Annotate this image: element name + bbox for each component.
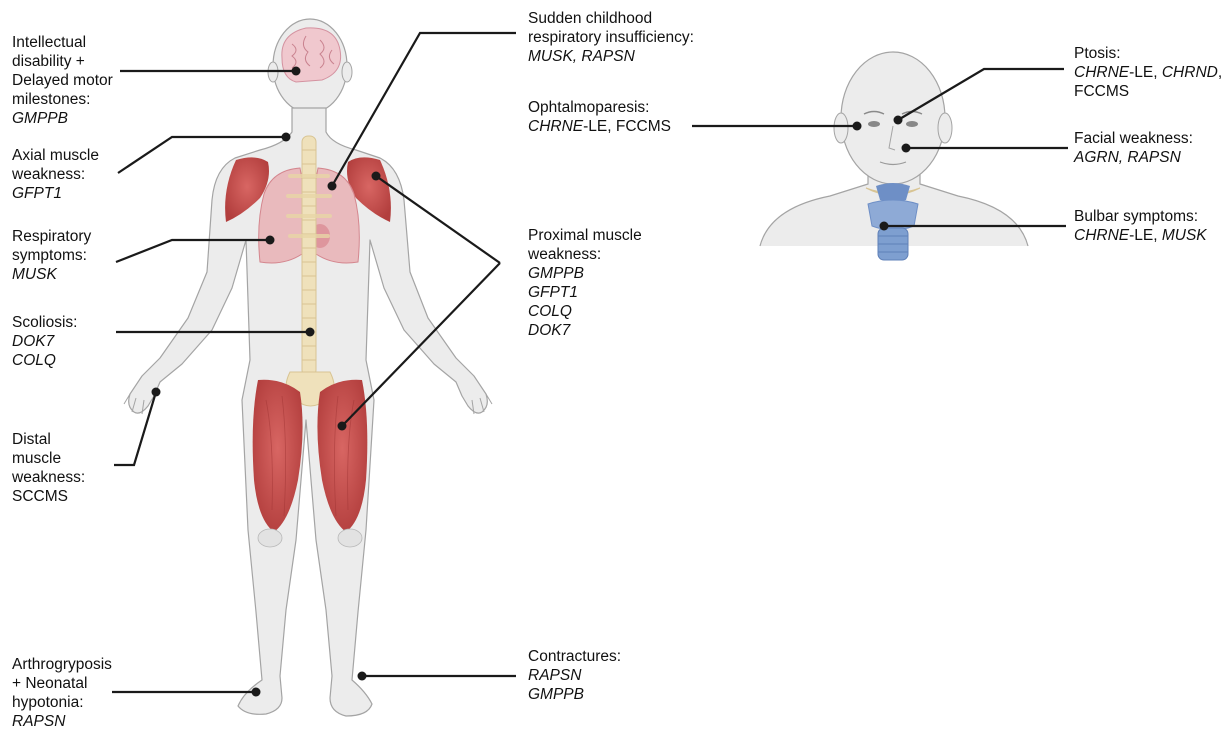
- label-proximal-weakness: Proximal muscle weakness: GMPPB GFPT1 CO…: [528, 226, 642, 340]
- gene-line: CHRNE-LE, FCCMS: [528, 117, 671, 136]
- heading: Scoliosis:: [12, 313, 77, 332]
- gene: DOK7: [528, 321, 642, 340]
- subtype: FCCMS: [1074, 82, 1222, 101]
- gene: COLQ: [528, 302, 642, 321]
- label-scoliosis: Scoliosis: DOK7 COLQ: [12, 313, 77, 370]
- gene: AGRN, RAPSN: [1074, 148, 1193, 167]
- gene: RAPSN: [528, 666, 621, 685]
- gene: MUSK: [1162, 227, 1207, 244]
- gene: MUSK, RAPSN: [528, 47, 694, 66]
- gene: GMPPB: [12, 109, 113, 128]
- heading: Axial muscle weakness:: [12, 146, 99, 184]
- gene: CHRND: [1162, 64, 1218, 81]
- heading: Distal muscle weakness:: [12, 430, 85, 487]
- label-facial-weakness: Facial weakness: AGRN, RAPSN: [1074, 129, 1193, 167]
- brain: [282, 28, 341, 82]
- gene: CHRNE: [1074, 227, 1129, 244]
- gene: CHRNE: [528, 118, 583, 135]
- gene: CHRNE: [1074, 64, 1129, 81]
- gene: GFPT1: [12, 184, 99, 203]
- heading: Sudden childhood respiratory insufficien…: [528, 9, 694, 47]
- label-sudden-respiratory: Sudden childhood respiratory insufficien…: [528, 9, 694, 66]
- head-closeup: [760, 52, 1028, 260]
- subtype: SCCMS: [12, 487, 85, 506]
- heading: Ptosis:: [1074, 44, 1222, 63]
- heading: Facial weakness:: [1074, 129, 1193, 148]
- label-axial-weakness: Axial muscle weakness: GFPT1: [12, 146, 99, 203]
- label-ophtalmoparesis: Ophtalmoparesis: CHRNE-LE, FCCMS: [528, 98, 671, 136]
- gene-suffix: -LE,: [1129, 64, 1162, 81]
- label-distal-weakness: Distal muscle weakness: SCCMS: [12, 430, 85, 506]
- gene-suffix: ,: [1218, 64, 1222, 81]
- gene: GMPPB: [528, 685, 621, 704]
- gene: MUSK: [12, 265, 91, 284]
- heading: Bulbar symptoms:: [1074, 207, 1207, 226]
- label-ptosis: Ptosis: CHRNE-LE, CHRND, FCCMS: [1074, 44, 1222, 101]
- gene: DOK7: [12, 332, 77, 351]
- full-body-figure: [124, 19, 492, 716]
- gene-line: CHRNE-LE, MUSK: [1074, 226, 1207, 245]
- gene: RAPSN: [12, 712, 112, 731]
- gene: GFPT1: [528, 283, 642, 302]
- gene: GMPPB: [528, 264, 642, 283]
- label-bulbar-symptoms: Bulbar symptoms: CHRNE-LE, MUSK: [1074, 207, 1207, 245]
- label-respiratory-symptoms: Respiratory symptoms: MUSK: [12, 227, 91, 284]
- heading: Ophtalmoparesis:: [528, 98, 671, 117]
- label-intellectual-disability: Intellectual disability + Delayed motor …: [12, 33, 113, 128]
- heading: Arthrogryposis + Neonatal hypotonia:: [12, 655, 112, 712]
- label-contractures: Contractures: RAPSN GMPPB: [528, 647, 621, 704]
- heading: Proximal muscle weakness:: [528, 226, 642, 264]
- gene-suffix: -LE, FCCMS: [583, 118, 671, 135]
- label-arthrogryposis: Arthrogryposis + Neonatal hypotonia: RAP…: [12, 655, 112, 731]
- heading: Respiratory symptoms:: [12, 227, 91, 265]
- heading: Intellectual disability + Delayed motor …: [12, 33, 113, 109]
- gene-suffix: -LE,: [1129, 227, 1162, 244]
- heading: Contractures:: [528, 647, 621, 666]
- gene-line: CHRNE-LE, CHRND,: [1074, 63, 1222, 82]
- gene: COLQ: [12, 351, 77, 370]
